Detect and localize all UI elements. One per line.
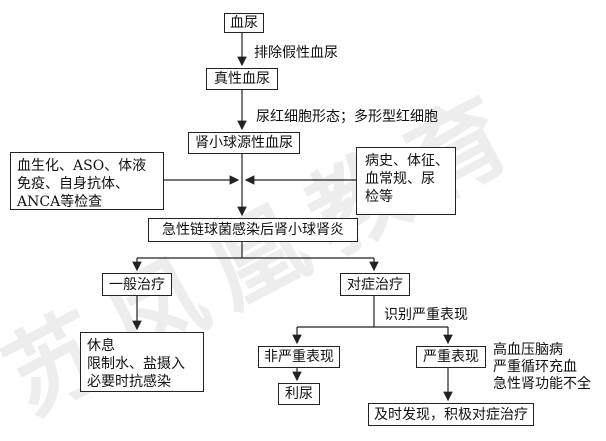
general-item-rest: 休息 [87,338,115,354]
flowchart: 苏凤凰教育 [0,13,591,436]
severe-item-encephalopathy: 高血压脑病 [493,342,563,358]
node-non-severe: 非严重表现 [258,346,340,368]
severe-item-congestion: 严重循环充血 [493,359,577,375]
node-timely: 及时发现，积极对症治疗 [368,403,534,426]
severe-item-renal: 急性肾功能不全 [493,376,591,392]
left-tests-line-1: 血生化、ASO、体液 [17,158,147,174]
node-hematuria: 血尿 [224,13,264,33]
right-tests-line-1: 病史、体征、 [365,153,449,169]
node-general-items: 休息 限制水、盐摄入 必要时抗感染 [80,332,204,392]
right-tests-line-3: 检等 [365,189,393,205]
right-tests-line-2: 血常规、尿 [365,171,435,187]
node-true-hematuria: 真性血尿 [206,68,278,90]
label-severe-list: 高血压脑病 严重循环充血 急性肾功能不全 [493,342,591,393]
connector-lines [132,33,453,402]
node-symptomatic-treatment: 对症治疗 [340,273,410,296]
left-tests-line-2: 免疫、自身抗体、 [17,176,129,192]
general-item-antibiotics: 必要时抗感染 [87,374,171,390]
node-general-treatment: 一般治疗 [102,273,172,296]
label-exclude-false: 排除假性血尿 [254,45,338,61]
label-rbc-morphology: 尿红细胞形态；多形型红细胞 [256,109,438,125]
node-right-tests: 病史、体征、 血常规、尿 检等 [356,147,456,215]
node-glomerular-hematuria: 肾小球源性血尿 [188,132,300,154]
left-tests-line-3: ANCA等检查 [17,194,103,210]
label-identify-severe: 识别严重表现 [384,307,468,323]
node-severe: 严重表现 [416,346,486,368]
general-item-restrict: 限制水、盐摄入 [87,356,185,372]
node-left-tests: 血生化、ASO、体液 免疫、自身抗体、 ANCA等检查 [10,152,164,210]
node-diuresis: 利尿 [278,383,320,405]
node-diagnosis: 急性链球菌感染后肾小球肾炎 [148,218,358,242]
